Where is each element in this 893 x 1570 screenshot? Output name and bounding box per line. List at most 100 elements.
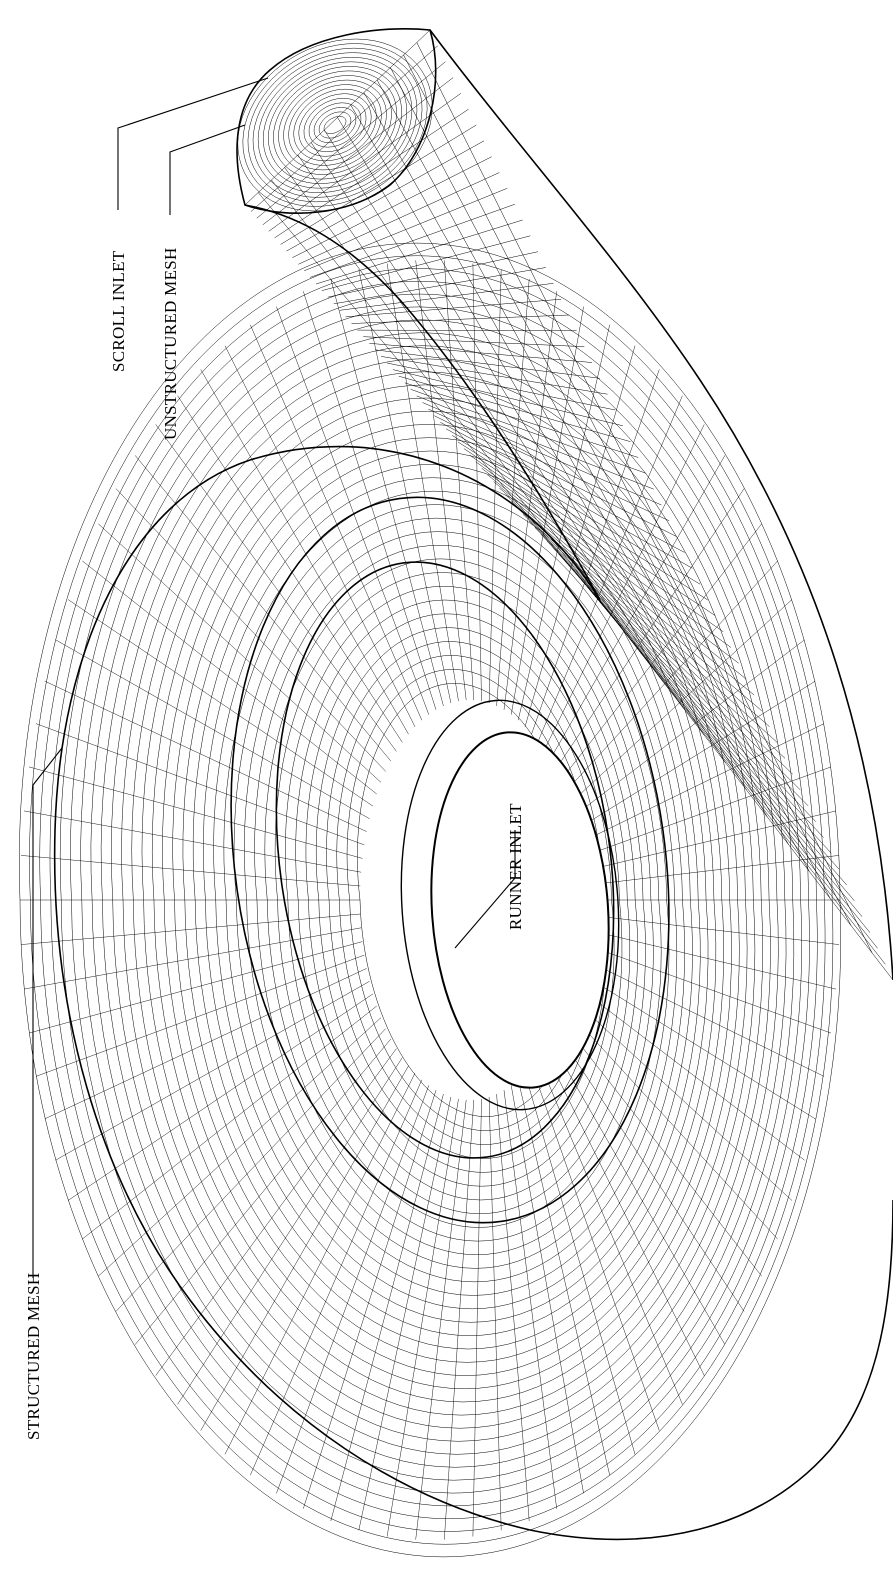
mesh-line [324, 129, 726, 764]
mesh-line [575, 954, 825, 1077]
mesh-line [537, 1057, 683, 1405]
label-structured-mesh: STRUCTURED MESH [24, 1273, 43, 1440]
mesh-line [496, 1094, 530, 1522]
mesh-line [257, 57, 413, 193]
mesh-line [82, 560, 377, 795]
leader-runner-inlet [454, 830, 516, 949]
mesh-line [276, 1085, 430, 1494]
mesh-line [271, 179, 643, 655]
mesh-line [44, 968, 367, 1120]
spiral-casing [53, 28, 893, 1541]
mesh-line [503, 1090, 557, 1509]
leader-unstructured-mesh [169, 124, 246, 215]
label-unstructured-mesh: UNSTRUCTURED MESH [161, 247, 180, 440]
mesh-line [67, 599, 374, 807]
mesh-line [28, 766, 363, 859]
mesh-line [44, 680, 367, 832]
mesh-line [288, 84, 382, 166]
mesh-line [510, 1085, 584, 1494]
mesh-line [297, 154, 684, 709]
mesh-line [488, 1096, 502, 1531]
mesh-line [247, 47, 423, 203]
mesh-line [278, 75, 392, 175]
leader-structured-mesh [32, 747, 63, 1278]
mesh-line [363, 92, 789, 845]
mesh-line [313, 107, 357, 143]
mesh-line [200, 369, 409, 735]
mesh-line [415, 1099, 467, 1540]
mesh-line [263, 61, 407, 189]
mesh-line [517, 324, 610, 721]
volute-inner-outline [244, 204, 601, 601]
mesh-line [554, 1028, 745, 1312]
mesh-line [563, 560, 778, 795]
mesh-line [115, 1028, 386, 1312]
mesh-line [330, 278, 444, 706]
mesh-line [303, 1090, 437, 1509]
mesh-line [577, 941, 832, 1034]
mesh-line [237, 38, 433, 212]
mesh-line [579, 913, 840, 945]
mesh-line [558, 1017, 762, 1277]
mesh-line [563, 1005, 778, 1240]
mesh-line [250, 324, 423, 721]
mesh-line [98, 523, 382, 783]
mesh-line [444, 260, 475, 701]
mesh-line [67, 993, 374, 1201]
runner-inlet-rim [400, 699, 620, 1111]
casing-outer-outline [53, 445, 893, 1541]
mesh-line [177, 1057, 403, 1405]
mesh-line [250, 1079, 423, 1476]
mesh-line [543, 1048, 705, 1376]
mesh-line [23, 927, 362, 990]
mesh-line [224, 345, 416, 727]
mesh-line [98, 1017, 382, 1277]
mesh-line [252, 52, 418, 198]
mesh-line [543, 424, 705, 752]
mesh-line [537, 395, 683, 743]
mesh-line [134, 455, 392, 762]
mesh-line [276, 306, 430, 715]
mesh-line [578, 927, 837, 990]
mesh-line [575, 723, 825, 846]
mesh-line [268, 66, 402, 184]
label-scroll-inlet: SCROLL INLET [109, 250, 128, 372]
mesh-line [115, 488, 386, 772]
mesh-line [566, 993, 793, 1201]
mesh-line [570, 981, 805, 1161]
volute-outer-outline [429, 29, 893, 981]
mesh-line [20, 855, 361, 887]
mesh-line [155, 424, 397, 752]
mesh-line [303, 98, 367, 152]
mesh-line [531, 1065, 660, 1431]
mesh-line [570, 639, 805, 819]
mesh-line [496, 278, 530, 706]
mesh-line [524, 345, 636, 727]
mesh-line [416, 42, 873, 954]
mesh-line [573, 680, 816, 832]
mesh-grid [19, 29, 893, 1558]
mesh-line [548, 1038, 726, 1345]
mesh-line [403, 54, 852, 926]
mesh-line [577, 766, 832, 859]
mesh-line [284, 167, 664, 682]
mesh-line [579, 855, 840, 887]
mesh-line [35, 723, 365, 846]
mesh-line [308, 102, 362, 148]
mesh-line [531, 369, 660, 735]
mesh-line [35, 954, 365, 1077]
mesh-line [488, 269, 502, 704]
mesh-line [524, 1073, 636, 1455]
mesh-line [82, 1005, 377, 1240]
mesh-line [323, 116, 347, 134]
mesh-line [386, 263, 459, 702]
mesh-line [55, 981, 370, 1161]
mesh-line [548, 455, 726, 762]
mesh-line [376, 79, 810, 872]
mesh-line [134, 1038, 392, 1345]
mesh-line [283, 79, 387, 171]
mesh-line [573, 968, 816, 1120]
mesh-line [330, 1094, 444, 1522]
label-runner-inlet: RUNNER INLET [506, 803, 525, 930]
